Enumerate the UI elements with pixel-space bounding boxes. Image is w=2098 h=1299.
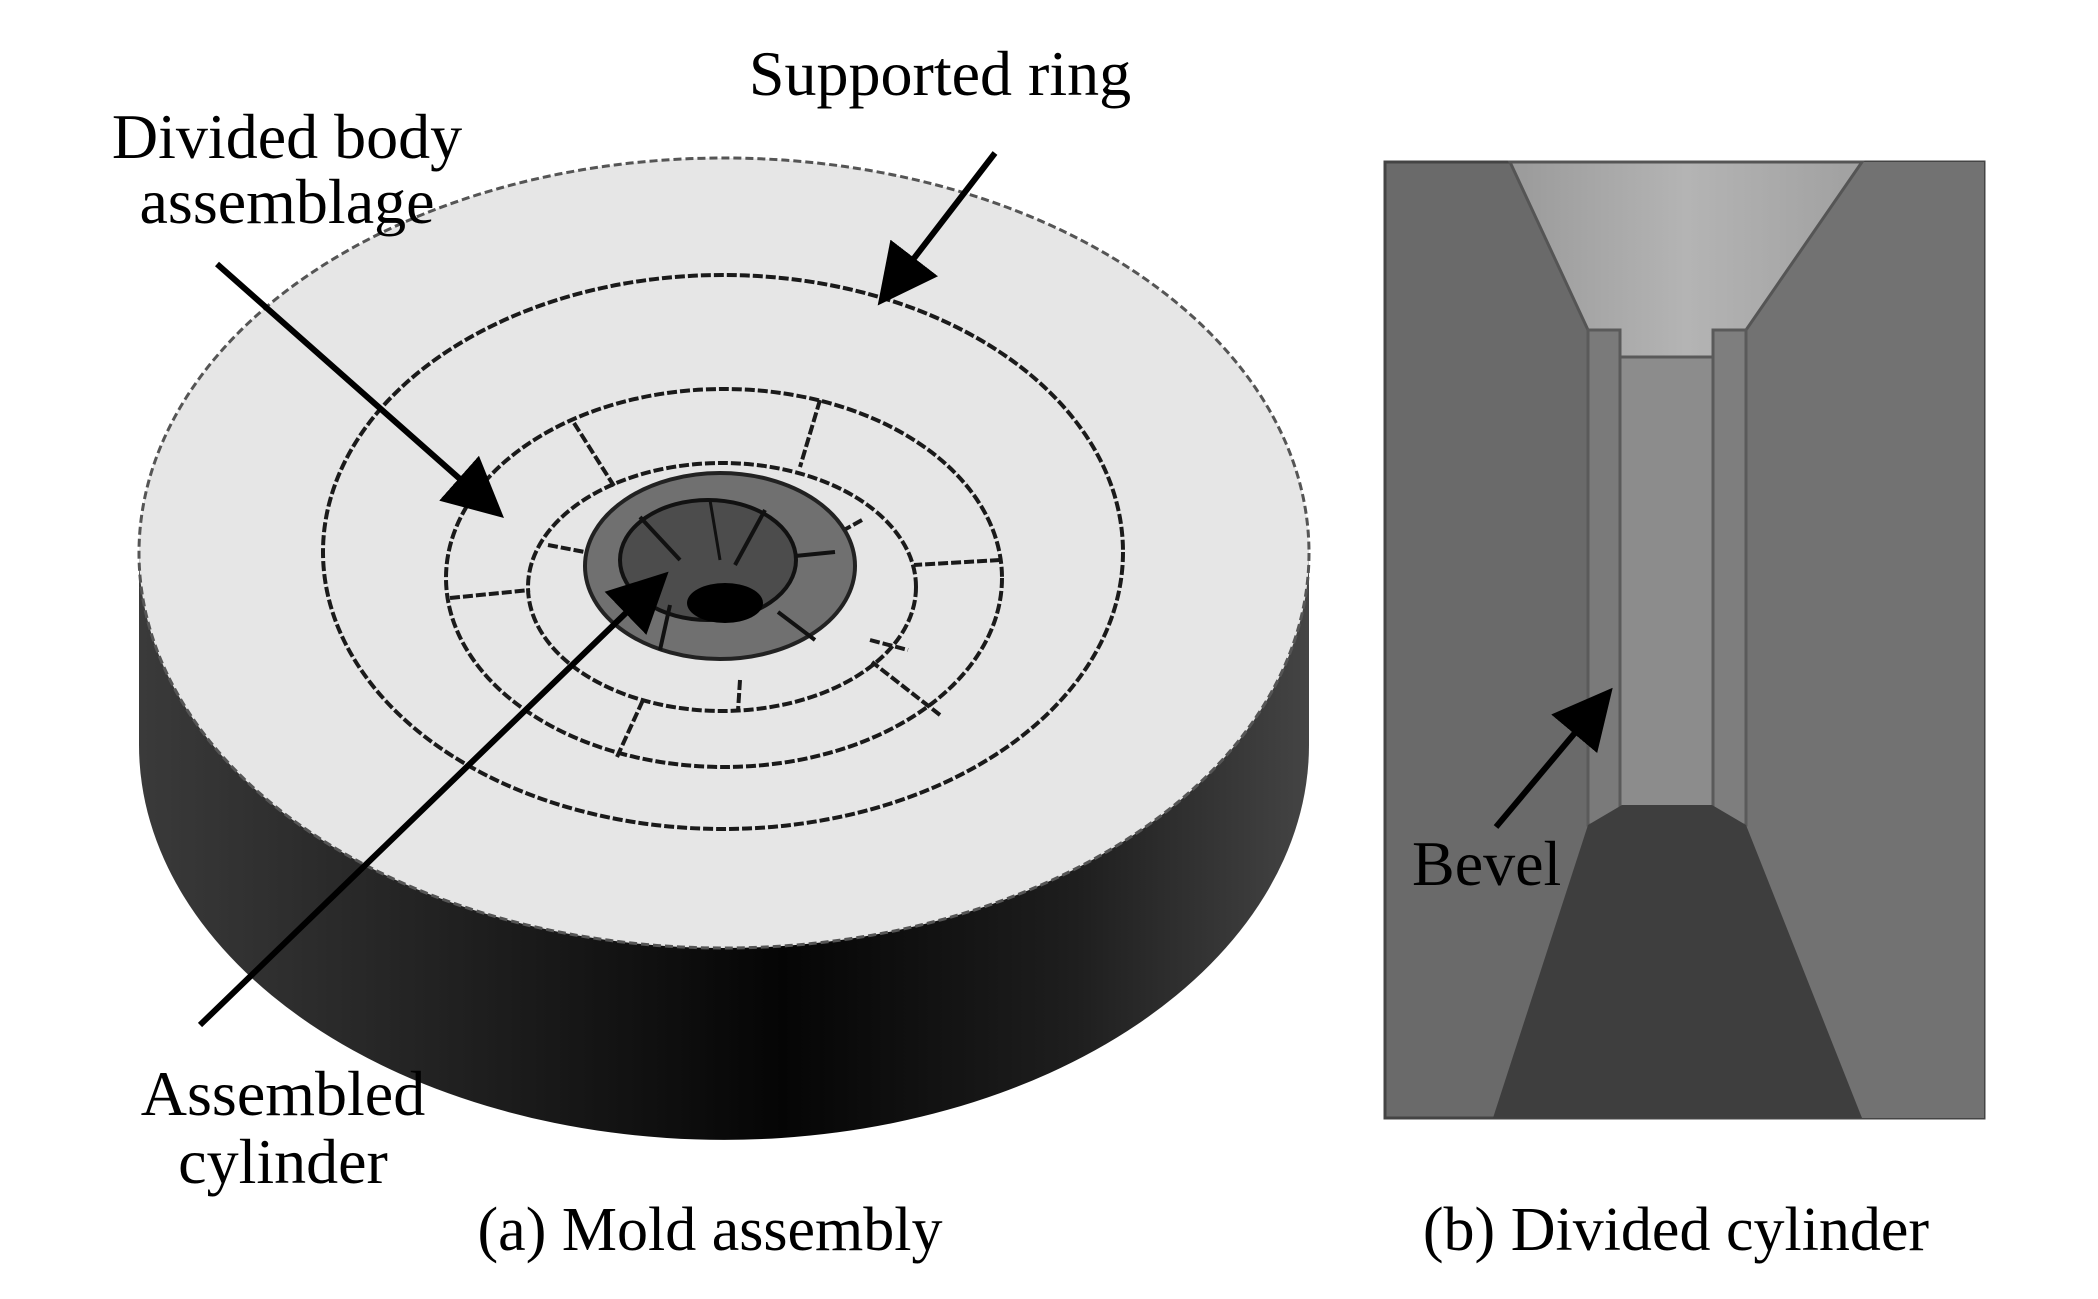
bevel-left [1586, 328, 1622, 827]
caption-panel-a: (a) Mold assembly [478, 1196, 943, 1264]
label-assembled-cylinder-line2: cylinder [178, 1126, 388, 1197]
label-divided-body-line2: assemblage [140, 166, 435, 237]
bevel-right [1711, 328, 1748, 827]
arrow-supported-ring [877, 151, 998, 306]
hub-center-hole [687, 583, 763, 623]
label-supported-ring: Supported ring [749, 38, 1131, 109]
arrow-divided-body [215, 261, 504, 518]
arrow-bevel [1493, 687, 1613, 829]
panel-a-mold-assembly: Supported ring Divided body assemblage A… [112, 38, 1311, 1264]
divided-body-inner-ring [526, 461, 918, 713]
panel-b-divided-cylinder: Bevel (b) Divided cylinder [1383, 160, 1986, 1264]
bottom-funnel [1493, 805, 1862, 1118]
central-channel [1618, 355, 1715, 819]
assembled-cylinder-hub [583, 471, 857, 661]
label-bevel: Bevel [1412, 828, 1561, 899]
label-assembled-cylinder-line1: Assembled [141, 1058, 425, 1129]
caption-panel-b: (b) Divided cylinder [1423, 1196, 1930, 1264]
arrow-assembled-cylinder [197, 571, 669, 1028]
divided-body-outer-ring [444, 387, 1004, 769]
label-divided-body-line1: Divided body [112, 101, 462, 172]
supported-ring-boundary [321, 273, 1125, 831]
